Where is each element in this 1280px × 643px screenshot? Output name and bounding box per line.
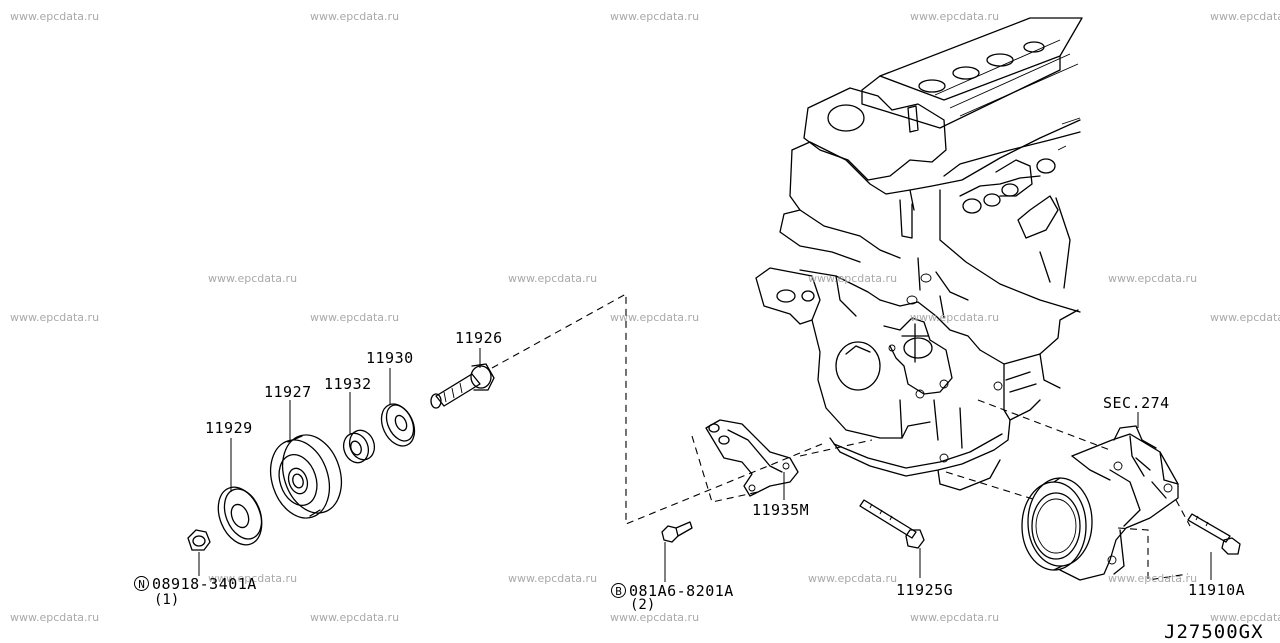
watermark: www.epcdata.ru [1108, 572, 1198, 585]
watermark: www.epcdata.ru [10, 611, 100, 624]
part-label-11926[interactable]: 11926 [455, 329, 503, 347]
watermark: www.epcdata.ru [808, 572, 898, 585]
watermark: www.epcdata.ru [610, 311, 700, 324]
watermark: www.epcdata.ru [910, 10, 1000, 23]
watermark: www.epcdata.ru [1108, 272, 1198, 285]
bolt-prefix-badge: B [611, 583, 626, 598]
watermark: www.epcdata.ru [910, 311, 1000, 324]
watermark: www.epcdata.ru [808, 272, 898, 285]
pivot-bolt-11926 [430, 363, 495, 409]
watermark: www.epcdata.ru [508, 572, 598, 585]
watermark: www.epcdata.ru [1210, 10, 1280, 23]
nut-prefix-badge: N [134, 576, 149, 591]
watermark: www.epcdata.ru [10, 10, 100, 23]
part-label-11932[interactable]: 11932 [324, 375, 372, 393]
part-label-11925G[interactable]: 11925G [896, 581, 954, 599]
watermark: www.epcdata.ru [910, 611, 1000, 624]
watermark: www.epcdata.ru [610, 10, 700, 23]
section-reference[interactable]: SEC.274 [1103, 394, 1170, 412]
washer-11930 [380, 403, 416, 447]
part-label-nut[interactable]: 08918-3401A [152, 575, 257, 593]
bolt-11910A [1187, 513, 1241, 555]
ac-compressor-illustration [1021, 425, 1179, 581]
watermark: www.epcdata.ru [508, 272, 598, 285]
part-label-11930[interactable]: 11930 [366, 349, 414, 367]
bracket-11935M [705, 419, 799, 497]
nut-quantity: (1) [154, 592, 180, 608]
cover-plate-11929 [217, 486, 263, 546]
watermark: www.epcdata.ru [310, 10, 400, 23]
watermark: www.epcdata.ru [610, 611, 700, 624]
nut-08918 [187, 529, 211, 551]
part-label-11935M[interactable]: 11935M [752, 501, 810, 519]
bolt-081A6 [661, 521, 693, 543]
engine-block-illustration [755, 17, 1083, 491]
watermark: www.epcdata.ru [310, 611, 400, 624]
leader-lines [198, 348, 1212, 582]
spacer-11932 [342, 429, 376, 464]
part-label-11910A[interactable]: 11910A [1188, 581, 1246, 599]
watermark: www.epcdata.ru [208, 272, 298, 285]
watermark: www.epcdata.ru [310, 311, 400, 324]
part-label-bolt[interactable]: 081A6-8201A [629, 582, 734, 600]
part-label-11927[interactable]: 11927 [264, 383, 312, 401]
bolt-11925G [859, 499, 925, 549]
assembly-lines [491, 293, 1191, 581]
watermark: www.epcdata.ru [1210, 311, 1280, 324]
bolt-quantity: (2) [630, 597, 656, 613]
idler-pulley-11927 [269, 434, 343, 519]
part-label-11929[interactable]: 11929 [205, 419, 253, 437]
diagram-code: J27500GX [1164, 621, 1264, 643]
watermark: www.epcdata.ru [10, 311, 100, 324]
watermark: www.epcdata.ru [1210, 611, 1280, 624]
watermark: www.epcdata.ru [208, 572, 298, 585]
